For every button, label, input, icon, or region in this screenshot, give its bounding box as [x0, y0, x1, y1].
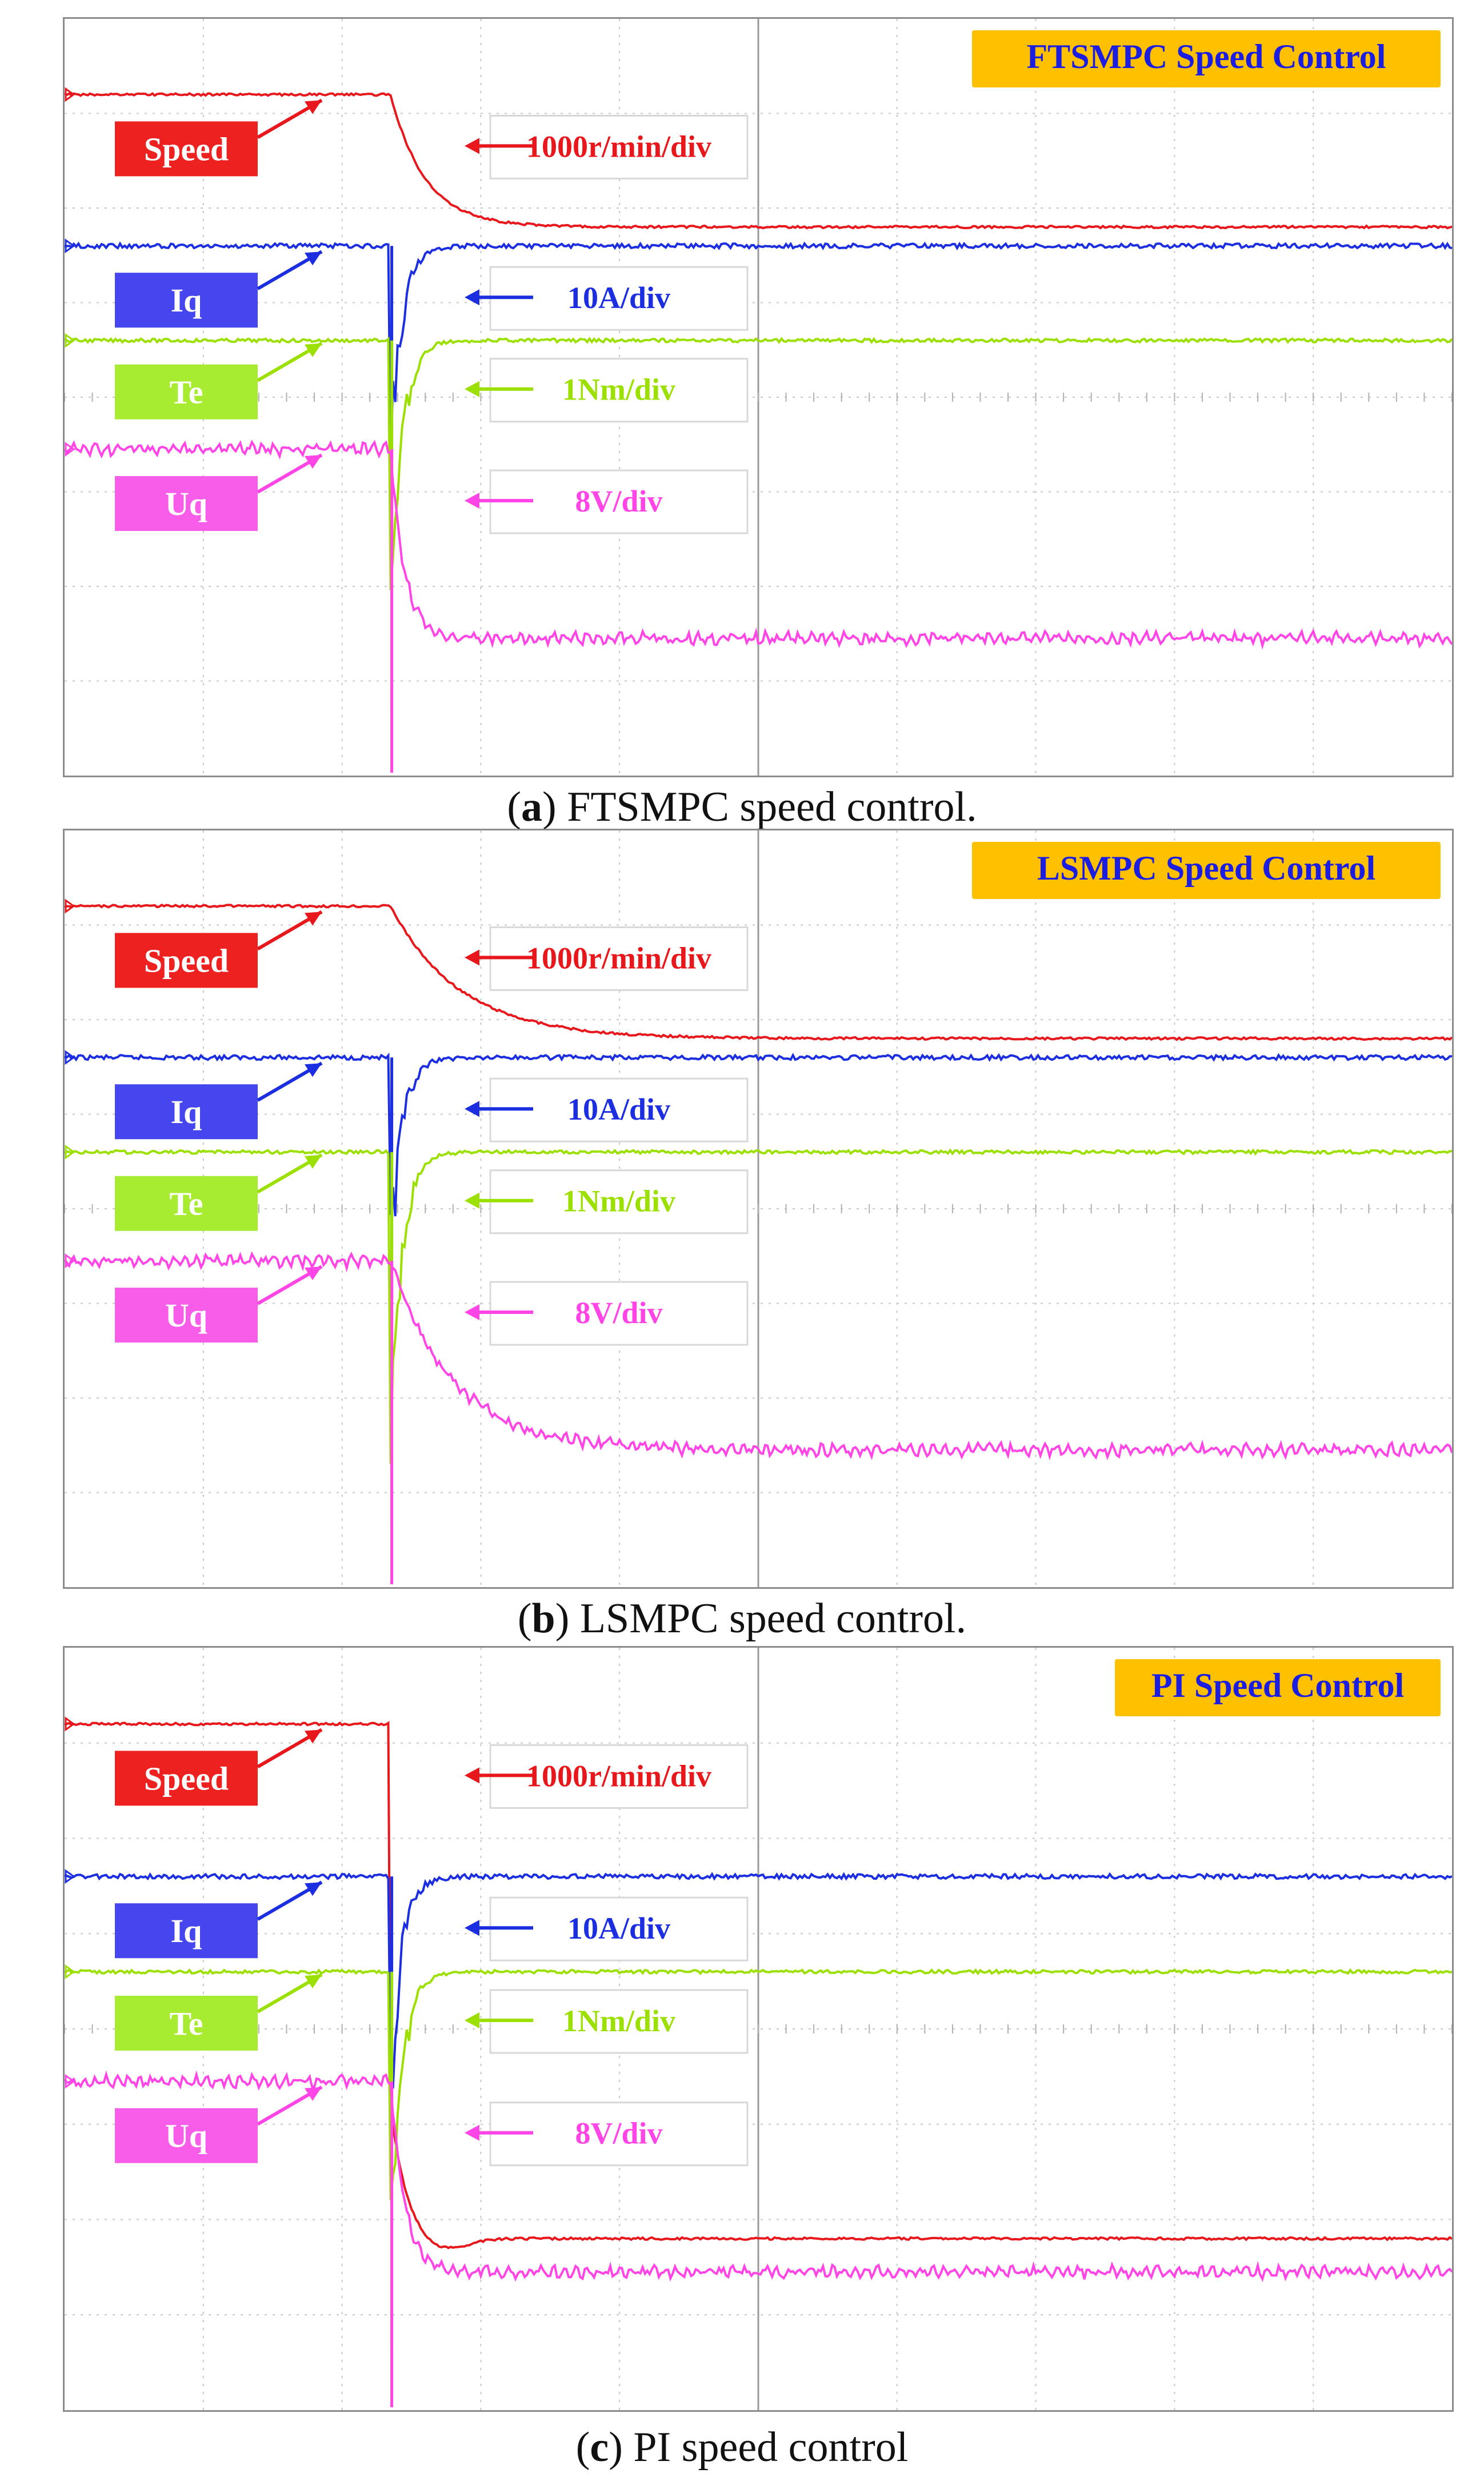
iq-scale-label: 10A/div — [465, 266, 749, 331]
controller-badge-text: PI Speed Control — [1151, 1667, 1404, 1704]
uq-scale-label: 8V/div — [465, 2102, 749, 2167]
channel-marker-2 — [65, 1050, 75, 1065]
speed-scale-text: 1000r/min/div — [526, 129, 711, 163]
caption-c: (c) PI speed control — [575, 2424, 909, 2471]
channel-marker-2 — [65, 238, 75, 254]
caption-b: (b) LSMPC speed control. — [517, 1595, 967, 1642]
te-scale-label: 1Nm/div — [465, 1989, 749, 2054]
speed-label: Speed — [115, 910, 323, 988]
channel-marker-1 — [65, 1716, 75, 1732]
scope-grid — [65, 1648, 1452, 2410]
uq-scale-label: 8V/div — [465, 1281, 749, 1346]
uq-scale-label: 8V/div — [465, 469, 749, 534]
scope-grid — [65, 830, 1452, 1587]
speed-label-text: Speed — [144, 1760, 229, 1797]
speed-scale-label: 1000r/min/div — [465, 1744, 749, 1809]
controller-badge: PI Speed Control — [1115, 1659, 1441, 1716]
channel-marker-2 — [65, 1869, 75, 1884]
iq-label-text: Iq — [171, 1912, 202, 1949]
iq-scale-text: 10A/div — [567, 281, 670, 315]
te-label: Te — [115, 342, 323, 420]
speed-scale-label: 1000r/min/div — [465, 926, 749, 991]
scope-grid — [65, 19, 1452, 776]
caption-a: (a) FTSMPC speed control. — [507, 784, 977, 830]
trace-uq — [65, 440, 1452, 650]
channel-marker-4 — [65, 1253, 75, 1268]
te-scale-label: 1Nm/div — [465, 358, 749, 423]
trace-speed — [65, 1721, 1452, 2250]
uq-scale-text: 8V/div — [575, 1296, 662, 1330]
speed-scale-label: 1000r/min/div — [465, 114, 749, 179]
iq-scale-text: 10A/div — [567, 1911, 670, 1945]
uq-label-text: Uq — [165, 2118, 207, 2155]
te-label: Te — [115, 1153, 323, 1231]
channel-marker-1 — [65, 87, 75, 102]
iq-label-text: Iq — [171, 282, 202, 319]
trace-iq — [65, 241, 1452, 465]
iq-label: Iq — [115, 250, 323, 328]
trace-speed — [65, 904, 1452, 1041]
channel-marker-4 — [65, 442, 75, 457]
iq-label-text: Iq — [171, 1093, 202, 1130]
te-label-text: Te — [169, 2005, 203, 2042]
uq-label: Uq — [115, 453, 323, 532]
trace-iq — [65, 1052, 1452, 1217]
te-label: Te — [115, 1973, 323, 2051]
speed-label-text: Speed — [144, 130, 229, 167]
channel-marker-3 — [65, 333, 75, 348]
trace-uq — [65, 2070, 1452, 2282]
uq-label-text: Uq — [165, 1297, 207, 1334]
te-label-text: Te — [169, 1185, 203, 1222]
iq-scale-label: 10A/div — [465, 1896, 749, 1961]
te-scale-label: 1Nm/div — [465, 1169, 749, 1234]
speed-label-text: Speed — [144, 942, 229, 979]
iq-scale-label: 10A/div — [465, 1077, 749, 1142]
trace-uq — [65, 1251, 1452, 1461]
trace-speed — [65, 92, 1452, 230]
uq-label: Uq — [115, 1265, 323, 1343]
speed-label: Speed — [115, 98, 323, 177]
te-scale-text: 1Nm/div — [562, 1184, 675, 1218]
controller-badge-text: FTSMPC Speed Control — [1027, 38, 1386, 75]
iq-label: Iq — [115, 1880, 323, 1959]
trace-iq — [65, 1872, 1452, 2089]
trace-te — [65, 1968, 1452, 2200]
uq-scale-text: 8V/div — [575, 2116, 662, 2151]
uq-label: Uq — [115, 2086, 323, 2163]
iq-scale-text: 10A/div — [567, 1092, 670, 1126]
te-label-text: Te — [169, 374, 203, 411]
te-scale-text: 1Nm/div — [562, 2004, 675, 2038]
channel-marker-1 — [65, 898, 75, 914]
trace-te — [65, 1148, 1452, 1464]
uq-label-text: Uq — [165, 485, 207, 522]
te-scale-text: 1Nm/div — [562, 373, 675, 407]
speed-scale-text: 1000r/min/div — [526, 941, 711, 975]
uq-scale-text: 8V/div — [575, 484, 662, 518]
channel-marker-4 — [65, 2074, 75, 2089]
trace-te — [65, 337, 1452, 590]
speed-label: Speed — [115, 1728, 323, 1806]
iq-label: Iq — [115, 1061, 323, 1140]
channel-marker-3 — [65, 1964, 75, 1979]
controller-badge: FTSMPC Speed Control — [972, 30, 1441, 87]
speed-scale-text: 1000r/min/div — [526, 1759, 711, 1793]
controller-badge: LSMPC Speed Control — [972, 842, 1441, 899]
controller-badge-text: LSMPC Speed Control — [1037, 849, 1375, 887]
channel-marker-3 — [65, 1144, 75, 1160]
